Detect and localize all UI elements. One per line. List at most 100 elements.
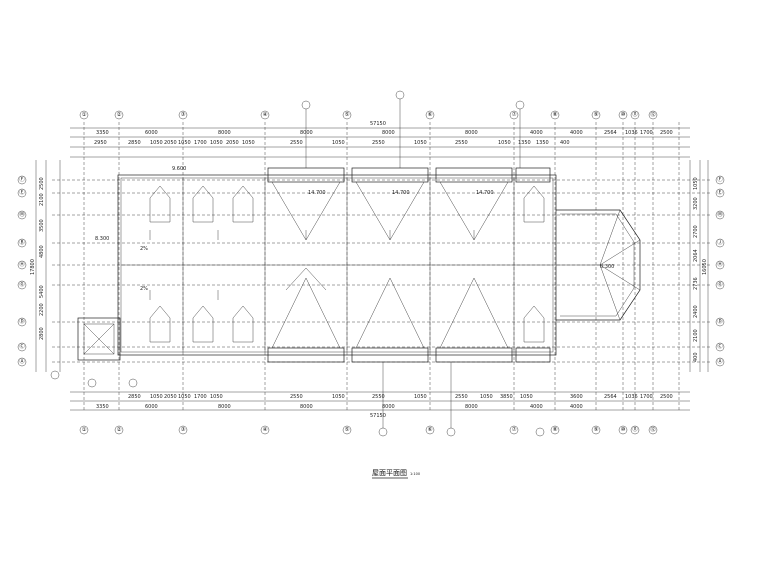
- axis-top-label: ⑧: [553, 112, 558, 118]
- dim-text: 1350: [536, 140, 549, 146]
- left-dimension-texts: 2500 2100 3500 4800 5400 2200 2800 17800: [30, 177, 45, 340]
- dim-text: 8000: [300, 130, 313, 136]
- dim-text: 8000: [218, 404, 231, 410]
- axis-labels-top: ① ② ③ ④ ⑤ ⑥ ⑦ ⑧ ⑨ ⑩ ⑪ ⑫: [82, 110, 657, 118]
- slope-arrows: [149, 230, 475, 300]
- note-text: 8.300: [600, 264, 614, 270]
- axis-right-label: Ⓜ: [717, 210, 723, 218]
- axis-bubbles-bottom: [79, 425, 658, 435]
- dim-text: 2100: [39, 193, 45, 206]
- dim-text: 1050: [498, 140, 511, 146]
- callout-markers: [50, 90, 545, 437]
- drawing-scale: 1:100: [410, 472, 420, 476]
- axis-top-label: ⑥: [428, 112, 433, 118]
- dim-text: 4000: [570, 130, 583, 136]
- dim-text: 400: [693, 352, 699, 362]
- axis-right-label: Ⓙ: [717, 238, 723, 246]
- axis-left-label: Ⓐ: [19, 357, 25, 365]
- right-dimension-texts: 1050 3200 2700 2064 2736 2400 2100 16050…: [693, 177, 708, 362]
- axis-bottom-label: ⑪: [632, 425, 638, 433]
- axis-right-label: Ⓓ: [717, 317, 723, 325]
- bottom-dimension-lines: [70, 391, 690, 411]
- dim-text: 3500: [39, 219, 45, 232]
- axis-left-label: Ⓖ: [19, 280, 25, 288]
- dim-text: 2550: [455, 394, 468, 400]
- dim-text: 8000: [382, 130, 395, 136]
- dim-text: 2564: [604, 130, 617, 136]
- dim-text: 2500: [660, 130, 673, 136]
- axis-top-10: [618, 110, 628, 120]
- axis-top-label: ⑫: [650, 110, 656, 118]
- dim-text: 2950: [94, 140, 107, 146]
- dormer-windows: [149, 185, 545, 343]
- axis-top-6: [425, 110, 435, 120]
- dim-text: 1350: [518, 140, 531, 146]
- axis-left-label: Ⓗ: [19, 260, 25, 268]
- dim-text: 1050: [520, 394, 533, 400]
- dim-text: 1700: [194, 394, 207, 400]
- note-text: 14.700: [308, 190, 326, 196]
- axis-top-label: ①: [82, 112, 87, 118]
- side-dimension-lines: [35, 160, 709, 372]
- axis-left-label: Ⓔ: [19, 188, 25, 196]
- axis-top-label: ⑦: [512, 111, 517, 118]
- axis-right-label: Ⓗ: [717, 260, 723, 268]
- axis-top-2: [114, 110, 124, 120]
- note-text: 14.700: [392, 190, 410, 196]
- dim-text: 1700: [640, 130, 653, 136]
- overall-dimension-top: 57150: [370, 121, 386, 127]
- dim-text: 1036: [625, 130, 638, 136]
- axis-top-label: ⑤: [345, 112, 350, 118]
- dim-text: 2550: [290, 140, 303, 146]
- axis-top-label: ⑨: [594, 111, 599, 118]
- horizontal-axis-lines: [52, 179, 710, 363]
- dim-text: 3600: [570, 394, 583, 400]
- axis-top-5: [342, 110, 352, 120]
- dim-text: 8000: [218, 130, 231, 136]
- dim-text: 3350: [96, 404, 109, 410]
- axis-bottom-label: ④: [263, 427, 268, 433]
- dim-text: 1050: [178, 140, 191, 146]
- dim-text: 8000: [300, 404, 313, 410]
- dim-text: 2850: [128, 394, 141, 400]
- dim-text: 2500: [39, 177, 45, 190]
- dim-text: 1050: [178, 394, 191, 400]
- dim-text: 2400: [693, 305, 699, 318]
- axis-top-label: ⑩: [621, 111, 626, 118]
- dim-text: 6000: [145, 130, 158, 136]
- dim-text: 2800: [39, 327, 45, 340]
- dim-text: 400: [560, 140, 570, 146]
- drawing-title-block: 屋面平面图 1:100: [372, 469, 420, 479]
- note-text: 2%: [140, 286, 148, 292]
- axis-bottom-label: ⑫: [650, 425, 656, 433]
- dim-text: 16050: [702, 259, 708, 275]
- axis-labels-right: Ⓕ Ⓔ Ⓜ Ⓙ Ⓗ Ⓖ Ⓓ Ⓒ Ⓐ: [717, 175, 723, 365]
- axis-top-7: [509, 110, 519, 120]
- axis-bottom-label: ②: [117, 426, 122, 433]
- axis-right-label: Ⓐ: [717, 357, 723, 365]
- axis-top-label: ③: [181, 112, 186, 118]
- dim-text: 2050: [226, 140, 239, 146]
- dim-text: 2550: [372, 140, 385, 146]
- dim-text: 1050: [332, 394, 345, 400]
- dim-text: 5400: [39, 285, 45, 298]
- axis-bottom-label: ⑤: [345, 427, 350, 433]
- building-outline: [77, 174, 641, 361]
- dim-text: 17800: [30, 259, 36, 275]
- dim-text: 2850: [128, 140, 141, 146]
- dim-text: 2700: [693, 225, 699, 238]
- axis-labels-bottom: ① ② ③ ④ ⑤ ⑥ ⑦ ⑧ ⑨ ⑩ ⑪ ⑫: [82, 425, 657, 433]
- bottom-dormers: [267, 347, 551, 363]
- dim-text: 2200: [39, 303, 45, 316]
- axis-bottom-label: ⑩: [621, 426, 626, 433]
- axis-top-label: ②: [117, 111, 122, 118]
- note-text: 2%: [140, 246, 148, 252]
- dim-text: 2564: [604, 394, 617, 400]
- axis-left-label: Ⓒ: [19, 342, 25, 350]
- axis-left-label: Ⓓ: [19, 317, 25, 325]
- dim-text: 1700: [640, 394, 653, 400]
- axis-bottom-label: ⑨: [594, 426, 599, 433]
- dim-text: 2050: [164, 140, 177, 146]
- axis-bubbles-right: [715, 175, 725, 367]
